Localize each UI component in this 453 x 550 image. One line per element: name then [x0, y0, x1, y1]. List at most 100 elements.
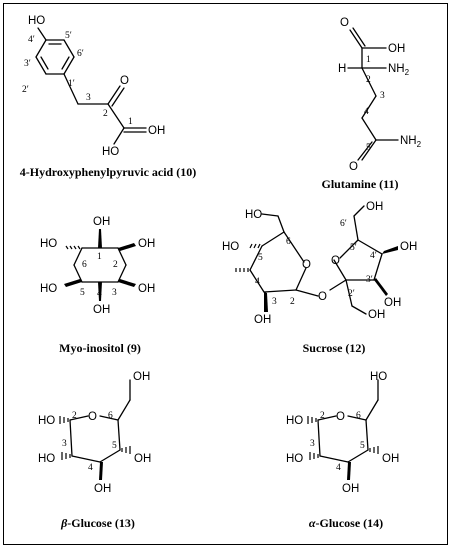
glutamine-locant-4: 4	[364, 107, 369, 117]
alpha-glucose-caption: α-Glucose (14)	[309, 516, 383, 530]
alpha-glucose-locant-3: 3	[310, 439, 315, 449]
myo-inositol-oh6: HO	[40, 238, 57, 250]
alpha-glucose-locant-2: 2	[320, 411, 325, 421]
figure-border	[3, 3, 448, 545]
myo-inositol-locant-4: 4	[97, 289, 102, 299]
compound-glutamine: O OH H NH2 O NH2 1 2 3 4 5 Glutamine (11…	[322, 17, 422, 191]
alpha-glucose-locant-4: 4	[336, 463, 341, 473]
glutamine-locant-1: 1	[366, 55, 371, 65]
sucrose-locant-4p: 4′	[370, 251, 377, 261]
compound-hppa: HO O OH HO 4′ 5′ 6′ 1′ 2′ 3′ 3 2 1 4-Hyd…	[20, 15, 196, 179]
sucrose-bonds	[249, 205, 383, 315]
glutamine-locant-3: 3	[380, 91, 385, 101]
glutamine-locant-2: 2	[366, 75, 371, 85]
hppa-locant-6p: 6′	[77, 49, 84, 59]
hppa-locant-3: 3	[86, 93, 91, 103]
glutamine-amide-o: O	[349, 161, 358, 173]
alpha-glucose-ho2: HO	[286, 415, 303, 427]
compound-alpha-glucose: HO O HO HO OH OH 2 6 3 5 4 α-Glucose (14…	[286, 371, 399, 530]
beta-glucose-ring-o: O	[88, 411, 97, 423]
alpha-glucose-oh4: OH	[342, 483, 359, 495]
sucrose-caption: Sucrose (12)	[303, 341, 366, 355]
hppa-locant-4p: 4′	[28, 35, 35, 45]
myo-inositol-oh3: OH	[138, 283, 155, 295]
sucrose-ho5: HO	[222, 241, 239, 253]
sucrose-locant-5: 5	[258, 253, 263, 263]
sucrose-locant-2: 2	[290, 297, 295, 307]
glutamine-h: H	[338, 63, 346, 75]
sucrose-oh6f: OH	[366, 201, 383, 213]
glutamine-oh: OH	[388, 43, 405, 55]
beta-glucose-ho3: HO	[38, 453, 55, 465]
alpha-glucose-locant-5: 5	[360, 441, 365, 451]
hppa-locant-2p: 2′	[22, 85, 29, 95]
myo-inositol-caption: Myo-inositol (9)	[59, 341, 141, 355]
hppa-locant-1: 1	[128, 117, 133, 127]
hppa-locant-1p: 1′	[68, 79, 75, 89]
beta-glucose-ho2: HO	[38, 415, 55, 427]
myo-inositol-oh4: OH	[93, 304, 110, 316]
myo-inositol-locant-6: 6	[82, 260, 87, 270]
myo-inositol-locant-5: 5	[80, 288, 85, 298]
hppa-acid-oh: OH	[148, 125, 165, 137]
hppa-acid-ho: HO	[102, 146, 119, 158]
sucrose-locant-6p: 6′	[340, 219, 347, 229]
hppa-locant-3p: 3′	[24, 59, 31, 69]
myo-inositol-stereo	[64, 229, 136, 301]
sucrose-oh1f: OH	[368, 309, 385, 321]
hppa-bonds	[35, 27, 147, 145]
sucrose-oh3: OH	[254, 314, 271, 326]
compound-myo-inositol: OH OH OH OH HO HO 1 2 3 4 5 6 Myo-inosit…	[40, 216, 155, 355]
myo-inositol-locant-1: 1	[97, 252, 102, 262]
sucrose-ring-o: O	[302, 259, 311, 271]
hppa-ho: HO	[28, 15, 45, 27]
glutamine-nh2: NH2	[388, 63, 410, 77]
glutamine-o-top: O	[340, 17, 349, 29]
myo-inositol-locant-3: 3	[112, 288, 117, 298]
alpha-glucose-oh5: OH	[382, 453, 399, 465]
alpha-glucose-locant-6: 6	[356, 411, 361, 421]
beta-glucose-locant-6: 6	[108, 411, 113, 421]
glutamine-locant-5: 5	[366, 143, 371, 153]
compound-sucrose: HO HO O O OH O OH OH OH OH 6 5 4 3 2 6′ …	[222, 201, 417, 355]
beta-glucose-oh6: OH	[133, 371, 150, 383]
alpha-glucose-bonds	[317, 379, 379, 463]
alpha-glucose-ring-o: O	[336, 411, 345, 423]
beta-glucose-oh4: OH	[94, 483, 111, 495]
alpha-glucose-stereo	[307, 416, 379, 480]
sucrose-stereo	[235, 243, 398, 312]
hppa-locant-5p: 5′	[65, 31, 72, 41]
myo-inositol-oh2: OH	[138, 238, 155, 250]
sucrose-locant-6: 6	[286, 237, 291, 247]
alpha-glucose-ho3: HO	[286, 453, 303, 465]
alpha-glucose-ho6: HO	[370, 371, 387, 383]
hppa-caption: 4-Hydroxyphenylpyruvic acid (10)	[20, 165, 196, 179]
beta-glucose-oh5: OH	[134, 453, 151, 465]
beta-glucose-locant-2: 2	[72, 411, 77, 421]
sucrose-fru-o: O	[331, 255, 340, 267]
sucrose-locant-4: 4	[255, 277, 260, 287]
beta-glucose-bonds	[69, 379, 131, 463]
beta-glucose-caption: β-Glucose (13)	[60, 516, 135, 530]
sucrose-locant-3p: 3′	[366, 275, 373, 285]
myo-inositol-locant-2: 2	[113, 260, 118, 270]
myo-inositol-oh5: HO	[40, 283, 57, 295]
glutamine-bonds	[347, 27, 399, 161]
sucrose-locant-2p: 2′	[348, 289, 355, 299]
sucrose-oh3f: OH	[384, 297, 401, 309]
sucrose-ho6: HO	[245, 209, 262, 221]
glutamine-amide-nh2: NH2	[400, 135, 422, 149]
hppa-keto-o: O	[120, 75, 129, 87]
beta-glucose-locant-4: 4	[88, 463, 93, 473]
compound-beta-glucose: OH O HO HO OH OH 2 6 3 5 4 β-Glucose (13…	[38, 371, 151, 530]
beta-glucose-locant-3: 3	[62, 439, 67, 449]
beta-glucose-stereo	[59, 416, 131, 480]
sucrose-oh4f: OH	[400, 241, 417, 253]
myo-inositol-oh1: OH	[93, 216, 110, 228]
sucrose-locant-3: 3	[272, 297, 277, 307]
hppa-locant-2: 2	[103, 109, 108, 119]
beta-glucose-locant-5: 5	[112, 441, 117, 451]
sucrose-bridge-o: O	[318, 291, 327, 303]
